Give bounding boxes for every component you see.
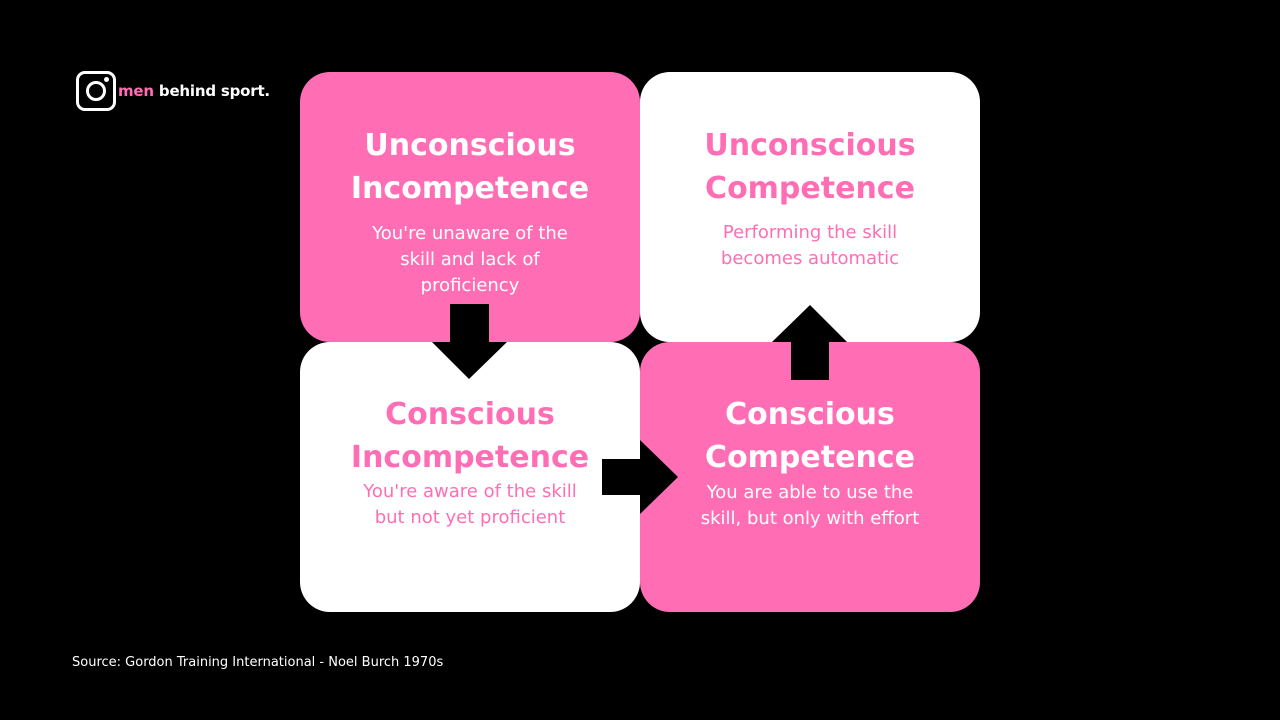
quadrant-unconscious-incompetence: Unconscious Incompetence You're unaware … [300, 72, 640, 342]
instagram-icon [76, 71, 116, 111]
source-citation: Source: Gordon Training International - … [72, 655, 444, 670]
brand-name-accent: men [118, 82, 154, 100]
quadrant-description: You're unaware of the skill and lack of … [372, 223, 568, 296]
quadrant-title: Conscious Competence [705, 397, 915, 475]
quadrant-description: You are able to use the skill, but only … [700, 482, 920, 529]
brand-name: men behind sport. [118, 82, 270, 100]
quadrant-description: You're aware of the skill but not yet pr… [363, 481, 577, 528]
quadrant-unconscious-competence: Unconscious Competence Performing the sk… [640, 72, 980, 342]
quadrant-description: Performing the skill becomes automatic [720, 222, 900, 269]
brand-logo: men behind sport. [76, 71, 270, 111]
quadrant-title: Conscious Incompetence [350, 397, 590, 475]
quadrant-conscious-competence: Conscious Competence You are able to use… [640, 342, 980, 612]
brand-name-rest: behind sport. [153, 82, 270, 100]
quadrant-conscious-incompetence: Conscious Incompetence You're aware of t… [300, 342, 640, 612]
quadrant-title: Unconscious Competence [704, 128, 916, 206]
quadrant-title: Unconscious Incompetence [350, 128, 590, 206]
